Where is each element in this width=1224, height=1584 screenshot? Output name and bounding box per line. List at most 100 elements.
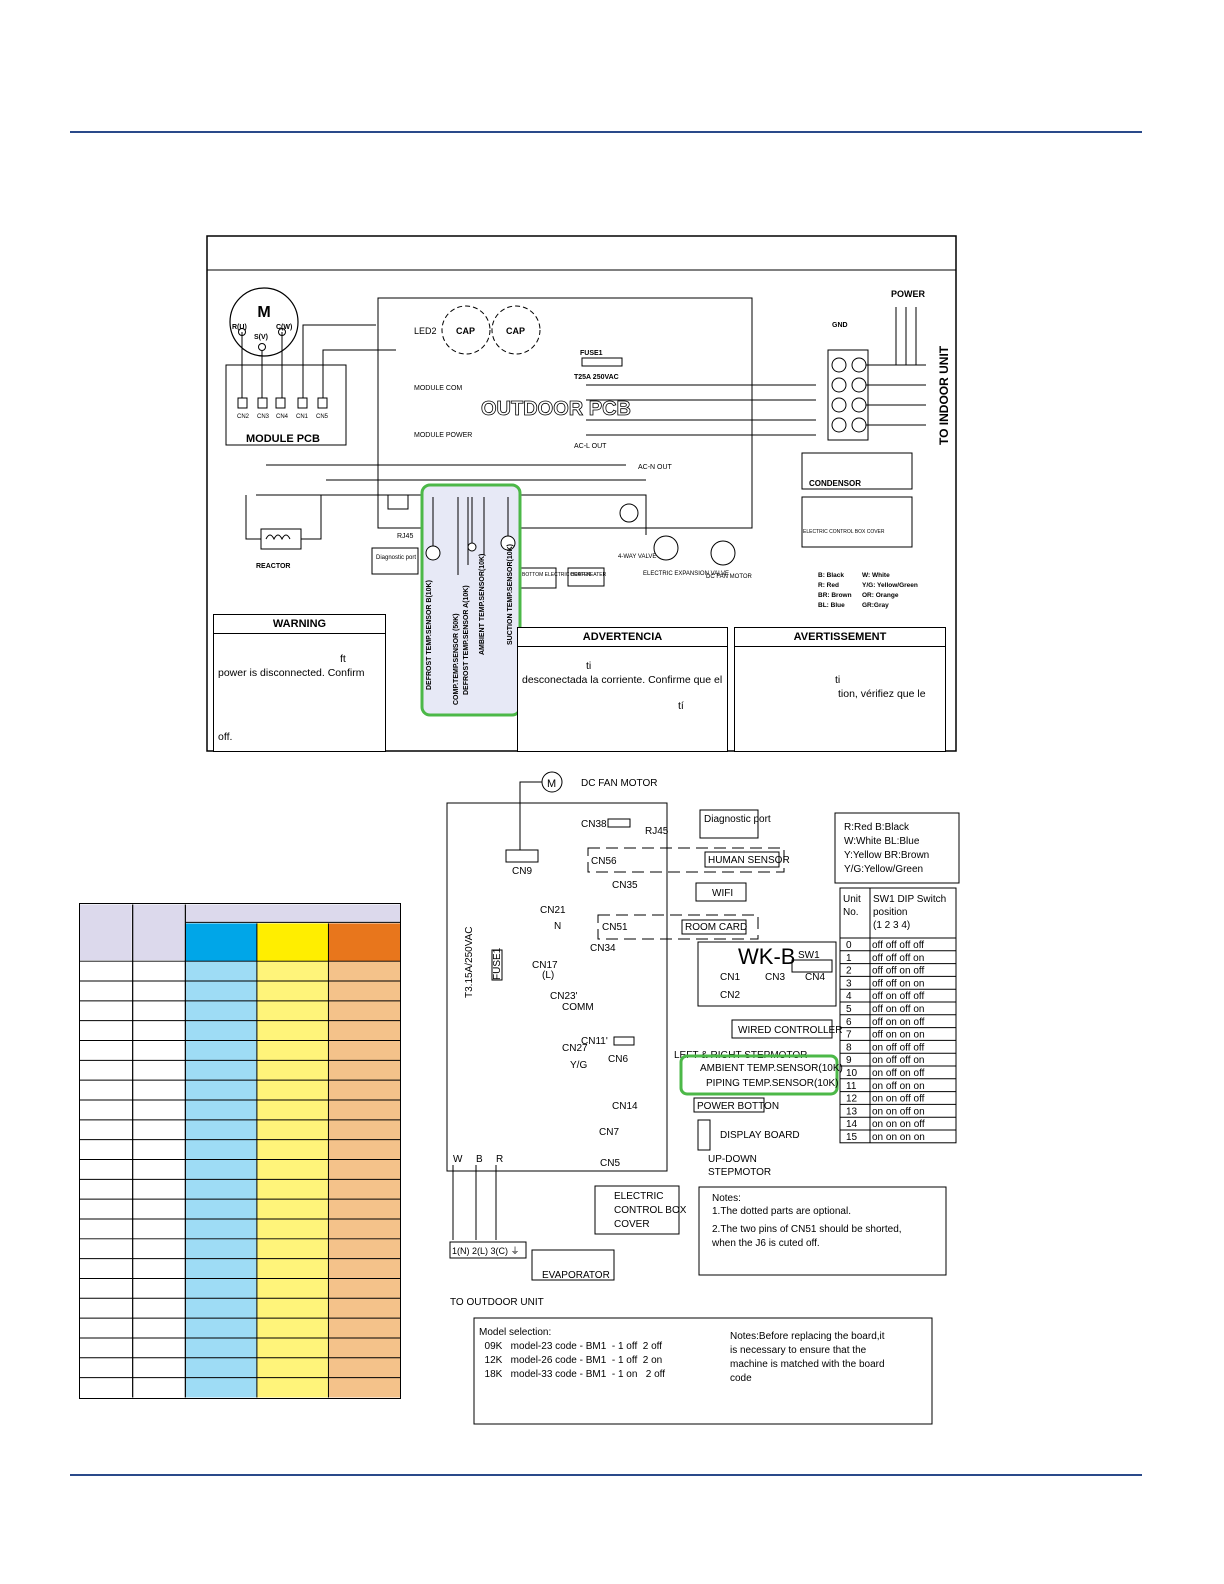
svg-text:CN3: CN3 — [257, 414, 270, 420]
svg-text:CN34: CN34 — [590, 943, 616, 954]
legend-2: R: Red — [818, 582, 839, 589]
to-indoor-label: TO INDOOR UNIT — [937, 345, 951, 445]
dip-unit-no: 12 — [846, 1094, 858, 1105]
table-cell — [256, 1119, 329, 1140]
model-0: Model selection: — [479, 1327, 551, 1338]
table-cell — [328, 1357, 400, 1378]
warning-frag-en2: power is disconnected. Confirm — [218, 667, 365, 679]
svg-text:(L): (L) — [542, 970, 554, 981]
ecb-cover-label: ELECTRIC CONTROL BOX COVER — [803, 529, 885, 535]
dip-header-unit: No. — [843, 907, 859, 918]
reactor-label: REACTOR — [256, 563, 290, 570]
dip-position: off on off off — [872, 991, 924, 1002]
display-board-label: DISPLAY BOARD — [720, 1130, 800, 1141]
table-cell — [185, 1040, 257, 1061]
indoor-fuse-rating: T3.15A/250VAC — [464, 926, 475, 998]
legend-0: B: Black — [818, 572, 844, 579]
warning-frag-es3: tí — [678, 700, 684, 712]
table-cell — [256, 1040, 329, 1061]
table-cell — [328, 1318, 400, 1338]
dip-position: off off off on — [872, 953, 924, 964]
svg-text:CN9: CN9 — [512, 866, 532, 877]
notes-0: Notes: — [712, 1193, 741, 1204]
capacitor-icon — [441, 305, 541, 355]
svg-text:CN56: CN56 — [591, 856, 617, 867]
dip-position: on on on off — [872, 1119, 925, 1130]
evaporator-label: EVAPORATOR — [542, 1270, 610, 1281]
table-cell — [256, 1100, 329, 1120]
warning-frag-fr1: ti — [835, 674, 841, 686]
warning-title: WARNING — [214, 615, 385, 634]
table-cell — [185, 1179, 257, 1200]
svg-text:CN23': CN23' — [550, 991, 578, 1002]
table-cell — [185, 1100, 257, 1120]
dip-unit-no: 15 — [846, 1132, 858, 1143]
fuse-label: FUSE1 — [580, 350, 603, 357]
table-cell — [185, 1258, 257, 1279]
dip-position: off off off off — [872, 940, 924, 951]
indoor-diag-line: Diagnostic port — [704, 814, 771, 825]
table-cell — [185, 1298, 257, 1319]
comp-heater-label: COMP HEATER — [570, 572, 607, 578]
four-way-label: 4-WAY VALVE — [618, 554, 656, 560]
dip-position: on off off off — [872, 1042, 924, 1053]
power-button-label: POWER BOTTON — [697, 1101, 779, 1112]
sensor-2: DEFROST TEMP.SENSOR A(10K) — [463, 585, 470, 695]
table-cell — [328, 1139, 400, 1160]
indoor-fuse-name: FUSE1 — [492, 947, 503, 980]
table-cell — [256, 1258, 329, 1279]
notes-3: when the J6 is cuted off. — [711, 1238, 820, 1249]
table-cell — [185, 1357, 257, 1378]
svg-text:CN1: CN1 — [720, 972, 740, 983]
warning-frag-es2: desconectada la corriente. Confirme que … — [522, 674, 723, 686]
human-sensor-label: HUMAN SENSOR — [708, 855, 790, 866]
table-cell — [328, 1100, 400, 1120]
svg-text:CN51: CN51 — [602, 922, 628, 933]
cap-2: CAP — [506, 326, 525, 336]
warning-panel-es: ADVERTENCIA ti desconectada la corriente… — [517, 627, 728, 752]
table-cell — [256, 1139, 329, 1160]
table-cell — [328, 1199, 400, 1219]
to-outdoor-label: TO OUTDOOR UNIT — [450, 1297, 544, 1308]
svg-text:Y/G: Y/G — [570, 1060, 587, 1071]
dip-position: on on off off — [872, 1094, 925, 1105]
dip-unit-no: 8 — [846, 1042, 852, 1053]
ambient-sensor-label: AMBIENT TEMP.SENSOR(10K) — [700, 1063, 843, 1074]
avertissement-title: AVERTISSEMENT — [735, 628, 945, 647]
svg-text:CN6: CN6 — [608, 1054, 628, 1065]
sw1-label: SW1 — [798, 950, 820, 961]
dip-unit-no: 7 — [846, 1030, 852, 1041]
dip-position: on off off on — [872, 1055, 924, 1066]
top-rule — [70, 131, 1142, 133]
ecb-cover-2: CONTROL BOX — [614, 1205, 687, 1216]
legend-5: OR: Orange — [862, 592, 899, 599]
table-cell — [328, 1179, 400, 1200]
warning-panel-en: WARNING ft power is disconnected. Confir… — [213, 614, 386, 752]
compressor-motor-icon: M — [229, 287, 299, 357]
table-cell — [185, 1337, 257, 1358]
svg-text:CN7: CN7 — [599, 1127, 619, 1138]
table-cell — [256, 981, 329, 1001]
condensor-label: CONDENSOR — [809, 479, 861, 488]
dip-unit-no: 2 — [846, 966, 852, 977]
advertencia-title: ADVERTENCIA — [518, 628, 727, 647]
dip-unit-no: 4 — [846, 991, 852, 1002]
outdoor-pcb-label: OUTDOOR PCB — [481, 398, 631, 420]
dip-header-sw: position — [873, 907, 907, 918]
table-cell — [256, 1238, 329, 1259]
indoor-rj45: RJ45 — [645, 826, 669, 837]
sensor-1: COMP.TEMP.SENSOR (50K) — [453, 613, 460, 705]
table-cell — [328, 981, 400, 1001]
svg-text:CN2: CN2 — [720, 990, 740, 1001]
pin-sv: S(V) — [254, 334, 268, 341]
svg-text:CN5: CN5 — [600, 1158, 620, 1169]
ecb-cover-1: ELECTRIC — [614, 1191, 663, 1202]
table-cell — [328, 961, 400, 982]
table-cell — [185, 1318, 257, 1338]
dc-fan-label: DC FAN MOTOR — [706, 574, 753, 580]
dip-unit-no: 1 — [846, 953, 852, 964]
model-2: 12K model-26 code - BM1 - 1 off 2 on — [479, 1355, 662, 1366]
module-com-label: MODULE COM — [414, 385, 462, 392]
table-cell — [256, 1020, 329, 1041]
